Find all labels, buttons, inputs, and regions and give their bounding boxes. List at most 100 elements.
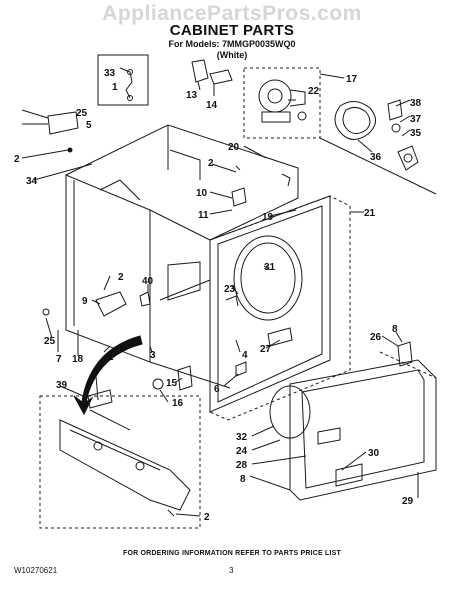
idler-wheel (403, 153, 413, 163)
leader-16 (159, 389, 169, 403)
screw-top (235, 165, 241, 171)
callout-16: 16 (172, 398, 184, 409)
leveling-bracket (177, 365, 193, 391)
ordering-note: FOR ORDERING INFORMATION REFER TO PARTS … (122, 550, 342, 557)
callout-8-lower: 8 (240, 474, 246, 485)
leader-11 (209, 209, 233, 215)
leader-36 (357, 139, 373, 153)
door-opening-seal (240, 242, 296, 314)
cabinet-mount (95, 291, 127, 317)
motor-hub (267, 88, 283, 104)
callout-35: 35 (410, 128, 422, 139)
screw-bottom (167, 509, 175, 517)
leader-35 (401, 129, 411, 137)
idler-pivot (391, 123, 401, 133)
door-hinge (397, 341, 413, 367)
cabinet-left-side-panel (65, 174, 151, 363)
callout-25-lower: 25 (44, 336, 56, 347)
callout-31: 31 (264, 262, 276, 273)
exploded-view-arrow (73, 335, 143, 416)
leader-24 (251, 439, 281, 451)
harness-terminal (127, 95, 133, 101)
rear-support (169, 149, 201, 180)
base-rod (89, 409, 131, 431)
callout-29: 29 (402, 496, 414, 507)
door-strike (267, 327, 293, 347)
leader-39 (59, 385, 89, 399)
leader-20 (243, 145, 267, 159)
door-catch (317, 427, 341, 445)
cabinet-base-tray (167, 261, 201, 301)
motor-mount-bracket (191, 59, 209, 83)
door-panel-inner (301, 369, 425, 489)
callout-30: 30 (368, 448, 380, 459)
callout-37: 37 (410, 114, 422, 125)
leader-2d (103, 345, 111, 353)
cabinet-base-front (149, 361, 231, 389)
callout-34: 34 (26, 176, 38, 187)
callout-33: 33 (104, 68, 116, 79)
callout-6: 6 (214, 384, 220, 395)
door-handle (335, 463, 363, 487)
base-assembly-drawing (59, 419, 191, 511)
leader-8a (395, 331, 403, 343)
base-fastener (93, 441, 103, 451)
leader-37 (399, 115, 411, 123)
hinge-guide-line (379, 351, 437, 379)
leader-4 (235, 339, 241, 353)
cabinet-front-top-edge (149, 209, 211, 241)
front-panel-inner (217, 205, 323, 403)
callout-20: 20 (228, 142, 240, 153)
leader-13 (197, 81, 201, 91)
callout-2-bottom: 2 (204, 512, 210, 523)
base-fastener-2 (135, 461, 145, 471)
callout-8: 8 (392, 324, 398, 335)
watermark-text: AppliancePartsPros.com (102, 2, 362, 25)
cabinet-bracket (47, 111, 79, 135)
callout-7: 7 (56, 354, 62, 365)
leader-17 (319, 73, 345, 79)
callout-32: 32 (236, 432, 248, 443)
leader-2e (175, 513, 201, 517)
leader-32 (251, 425, 275, 437)
callout-23: 23 (224, 284, 236, 295)
clip-39 (87, 389, 113, 409)
callout-13: 13 (186, 90, 198, 101)
leader-19 (269, 209, 297, 217)
motor-base (261, 111, 291, 123)
model-numbers: For Models: 7MMGP0035WQ0 (168, 39, 296, 49)
callout-18: 18 (72, 354, 84, 365)
thermal-fuse (231, 187, 247, 207)
leader-9 (91, 299, 101, 305)
top-clip (281, 173, 291, 187)
leader-23 (231, 285, 239, 295)
wire-harness-drawing (119, 67, 133, 99)
leader-28 (251, 455, 307, 465)
callout-10: 10 (196, 188, 208, 199)
drive-belt-inner (342, 106, 371, 134)
callout-22: 22 (308, 86, 320, 97)
callout-2-arrow: 2 (108, 352, 114, 363)
callout-4: 4 (242, 350, 248, 361)
cabinet-clip (139, 291, 151, 307)
callout-5: 5 (86, 120, 92, 131)
front-panel-door-opening (233, 235, 303, 321)
callout-36: 36 (370, 152, 382, 163)
callout-27: 27 (260, 344, 272, 355)
callout-14: 14 (206, 100, 218, 111)
leader-25a (21, 109, 49, 119)
screw (67, 147, 73, 153)
leader-2b (211, 163, 237, 173)
callout-2: 2 (14, 154, 20, 165)
drive-belt (334, 101, 376, 140)
callout-2-top: 2 (208, 158, 214, 169)
leader-2c (103, 275, 111, 291)
callout-24: 24 (236, 446, 248, 457)
idler-pulley (397, 145, 419, 171)
callout-2-mid: 2 (118, 272, 124, 283)
callout-17: 17 (346, 74, 358, 85)
callout-19: 19 (262, 212, 274, 223)
document-number: W10270621 (14, 566, 58, 575)
leader-25b (45, 317, 53, 339)
